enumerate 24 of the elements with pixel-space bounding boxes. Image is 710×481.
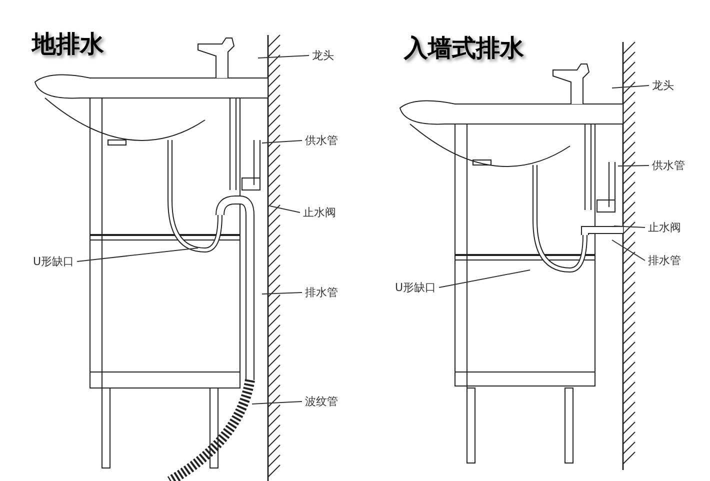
part-label: 供水管 <box>652 160 685 171</box>
part-label: 排水管 <box>648 255 681 266</box>
part-label: 止水阀 <box>303 207 336 218</box>
leader-line <box>270 206 300 213</box>
leader-line <box>614 226 646 228</box>
part-label: U形缺口 <box>395 282 436 293</box>
part-label: 龙头 <box>312 50 334 61</box>
part-label: 波纹管 <box>305 396 338 407</box>
leader-line <box>76 248 198 262</box>
part-label: U形缺口 <box>33 256 74 267</box>
leader-line <box>262 292 302 294</box>
panel-title: 入墙式排水 <box>404 33 524 64</box>
leader-line <box>258 55 310 58</box>
part-label: 止水阀 <box>648 222 681 233</box>
leader-line <box>252 401 302 404</box>
part-label: 供水管 <box>305 135 338 146</box>
leader-line <box>612 85 650 88</box>
leader-line <box>262 140 302 144</box>
panel-title: 地排水 <box>32 29 104 60</box>
leader-line <box>618 165 650 166</box>
leader-line <box>438 270 530 288</box>
leader-line <box>612 240 646 261</box>
part-label: 龙头 <box>652 80 674 91</box>
part-label: 排水管 <box>305 287 338 298</box>
